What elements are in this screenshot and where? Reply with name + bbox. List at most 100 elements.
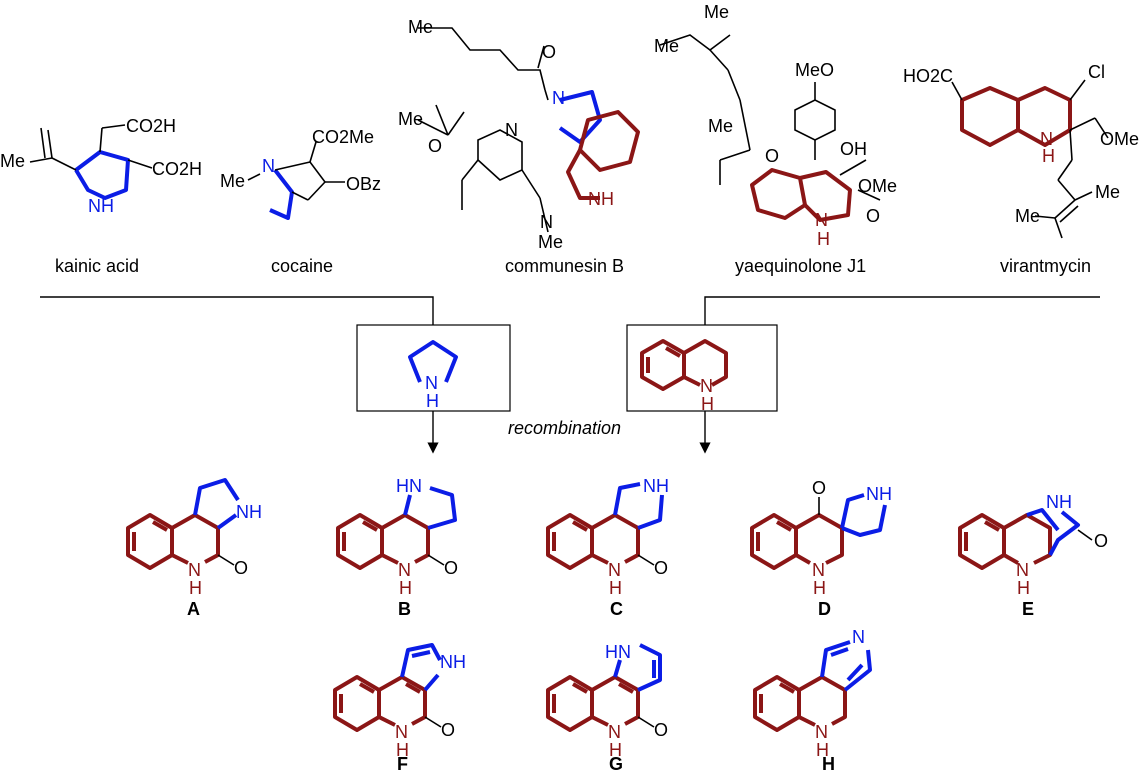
scaffold-F-nh: NH	[440, 652, 466, 672]
yaequinolone-me-2: Me	[654, 36, 679, 56]
scaffold-B-hn: HN	[396, 476, 422, 496]
natural-product-communesin-b: Me O Me O N N NH N Me communesin B	[398, 17, 640, 276]
communesin-n-1: N	[505, 120, 518, 140]
communesin-me-n: Me	[538, 232, 563, 252]
tetrahydroquinoline-rings	[640, 339, 728, 391]
natural-product-cocaine: CO2Me OBz Me N cocaine	[220, 127, 381, 276]
scaffold-H-n: N	[815, 722, 828, 742]
yaequinolone-me-1: Me	[704, 2, 729, 22]
virantmycin-ho2c: HO2C	[903, 66, 953, 86]
scaffold-H-n-pyrrole: N	[852, 627, 865, 647]
yaequinolone-o-carbonyl: O	[866, 206, 880, 226]
scaffold-E-nh: NH	[1046, 492, 1072, 512]
communesin-n-2: N	[552, 88, 565, 108]
pyrrolidine-h: H	[426, 391, 439, 411]
scaffold-C-o: O	[654, 558, 668, 578]
scaffold-F: NH N H O F	[333, 643, 466, 772]
virantmycin-h: H	[1042, 146, 1055, 166]
scaffold-G: HN N H O G	[546, 642, 668, 772]
thq-n: N	[700, 376, 713, 396]
scaffold-A-nh: NH	[236, 502, 262, 522]
cocaine-label: cocaine	[271, 256, 333, 276]
scaffold-G-h: H	[609, 740, 622, 760]
scaffold-D-h: H	[813, 578, 826, 598]
scaffold-C-h: H	[609, 578, 622, 598]
yaequinolone-meo: MeO	[795, 60, 834, 80]
scaffold-D: O NH N H D	[750, 478, 892, 619]
scaffold-E-h: H	[1017, 578, 1030, 598]
natural-product-yaequinolone-j1: Me Me MeO Me O OH OMe O N H yaequinolone…	[654, 2, 897, 276]
natural-product-virantmycin: HO2C Cl N H OMe Me Me virantmycin	[903, 62, 1139, 276]
communesin-me-terminal: Me	[408, 17, 433, 37]
thq-h: H	[701, 394, 714, 414]
scaffold-B-label: B	[398, 599, 411, 619]
scaffold-A-o: O	[234, 558, 248, 578]
scaffold-B: HN N H O B	[336, 476, 458, 619]
scaffold-D-n: N	[812, 560, 825, 580]
scaffold-D-o: O	[812, 478, 826, 498]
tetrahydroquinoline-fragment-box: N H	[626, 324, 778, 414]
pyrrolidine-n: N	[425, 373, 438, 393]
scaffold-A-label: A	[187, 599, 200, 619]
recombination-label: recombination	[508, 418, 621, 438]
scaffold-E-n: N	[1016, 560, 1029, 580]
kainic-co2h-top: CO2H	[126, 116, 176, 136]
recombination-arrows	[427, 411, 711, 454]
scaffold-D-nh: NH	[866, 484, 892, 504]
scaffold-C-n: N	[608, 560, 621, 580]
yaequinolone-j1-label: yaequinolone J1	[735, 256, 866, 276]
communesin-o-carbonyl: O	[542, 42, 556, 62]
scaffold-A-h: H	[189, 578, 202, 598]
scaffold-G-o: O	[654, 720, 668, 740]
virantmycin-n: N	[1040, 129, 1053, 149]
yaequinolone-o-ring: O	[765, 146, 779, 166]
virantmycin-cl: Cl	[1088, 62, 1105, 82]
scaffold-E-label: E	[1022, 599, 1034, 619]
kainic-acid-label: kainic acid	[55, 256, 139, 276]
scaffold-F-h: H	[396, 740, 409, 760]
scaffold-C: NH N H O C	[546, 476, 669, 619]
scaffold-G-label: G	[609, 754, 623, 772]
virantmycin-label: virantmycin	[1000, 256, 1091, 276]
scaffold-D-label: D	[818, 599, 831, 619]
virantmycin-me-2: Me	[1015, 206, 1040, 226]
scaffold-F-n: N	[395, 722, 408, 742]
scaffold-F-o: O	[441, 720, 455, 740]
cocaine-co2me: CO2Me	[312, 127, 374, 147]
yaequinolone-me-3: Me	[708, 116, 733, 136]
cocaine-n: N	[262, 156, 275, 176]
thq-box-frame	[626, 324, 778, 412]
scaffold-B-n: N	[398, 560, 411, 580]
scaffold-C-label: C	[610, 599, 623, 619]
yaequinolone-h: H	[817, 229, 830, 249]
pyrrolidine-ring	[408, 340, 458, 383]
communesin-nh: NH	[588, 189, 614, 209]
scaffold-F-label: F	[397, 754, 408, 772]
virantmycin-ome: OMe	[1100, 129, 1139, 149]
scaffold-G-hn: HN	[605, 642, 631, 662]
bracket-lines	[40, 296, 1100, 325]
cocaine-me: Me	[220, 171, 245, 191]
scaffold-B-o: O	[444, 558, 458, 578]
scaffold-E: NH O N H E	[958, 492, 1108, 619]
scaffold-H-label: H	[822, 754, 835, 772]
scaffold-H-h: H	[816, 740, 829, 760]
scaffold-H: N N H H	[753, 627, 872, 772]
yaequinolone-oh: OH	[840, 139, 867, 159]
communesin-b-label: communesin B	[505, 256, 624, 276]
scaffold-B-h: H	[399, 578, 412, 598]
natural-product-kainic-acid: CO2H CO2H Me NH kainic acid	[0, 116, 202, 276]
scaffold-A-n: N	[188, 560, 201, 580]
scaffold-C-nh: NH	[643, 476, 669, 496]
pyrrolidine-fragment-box: N H	[356, 324, 511, 412]
yaequinolone-ome: OMe	[858, 176, 897, 196]
cocaine-obz: OBz	[346, 174, 381, 194]
communesin-me-epoxide: Me	[398, 109, 423, 129]
kainic-nh: NH	[88, 196, 114, 216]
scaffold-E-o: O	[1094, 531, 1108, 551]
kainic-co2h-bottom: CO2H	[152, 159, 202, 179]
kainic-me: Me	[0, 151, 25, 171]
communesin-n-3: N	[540, 212, 553, 232]
scaffold-G-n: N	[608, 722, 621, 742]
